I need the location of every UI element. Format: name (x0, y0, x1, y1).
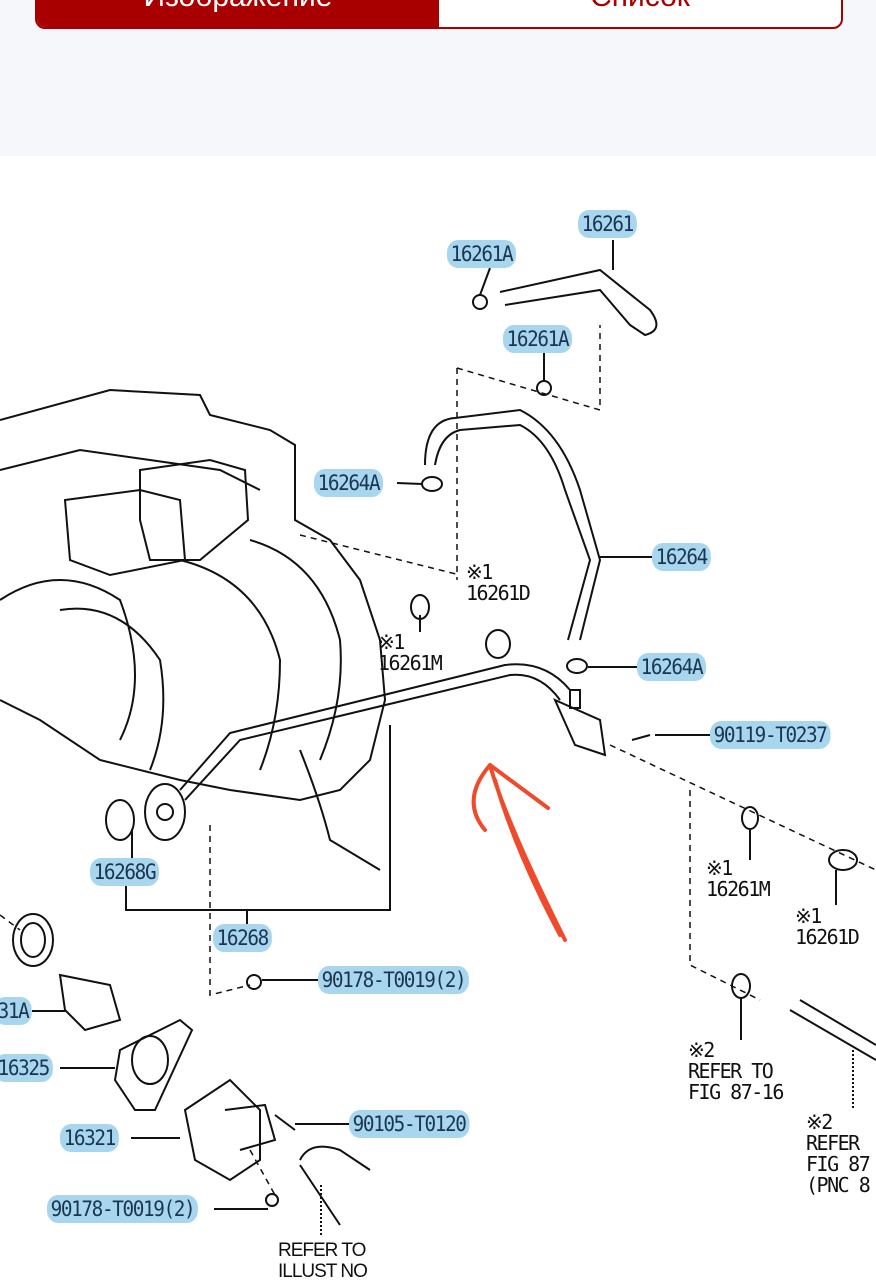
view-tabs: Изображение Список (35, 0, 843, 29)
part-label-16261[interactable]: 16261 (578, 210, 637, 238)
part-label-16268[interactable]: 16268 (213, 924, 272, 952)
part-label-16261A[interactable]: 16261A (503, 325, 572, 353)
part-label-16261A[interactable]: 16261A (447, 240, 516, 268)
part-label-90178-T0019[interactable]: 90178-T0019(2) (47, 1195, 198, 1223)
note-mark: ※1 (706, 856, 733, 880)
note-text: REFER FIG 87 (PNC 8 (806, 1131, 871, 1197)
diagram-drawing (0, 240, 876, 1235)
part-label-16264A[interactable]: 16264A (314, 469, 383, 497)
part-label-16264A[interactable]: 16264A (637, 653, 706, 681)
tab-image[interactable]: Изображение (37, 0, 439, 27)
part-label-90178-T0019[interactable]: 90178-T0019(2) (318, 966, 469, 994)
header-area: Изображение Список (0, 0, 876, 156)
note-text: 16261D (795, 925, 860, 949)
note-mark: ※2 (806, 1110, 833, 1134)
note-mark: ※1 (466, 560, 493, 584)
note-text: REFER TO ILLUST NO (278, 1240, 368, 1282)
note-text: REFER TO FIG 87-16 (688, 1059, 784, 1104)
tab-list-label: Список (590, 0, 690, 12)
tab-image-label: Изображение (144, 0, 333, 12)
part-label-16264[interactable]: 16264 (652, 543, 711, 571)
part-label-90105-T0120[interactable]: 90105-T0120 (349, 1110, 470, 1138)
part-label-90119-T0237[interactable]: 90119-T0237 (710, 721, 831, 749)
note-mark: ※1 (378, 630, 405, 654)
note-text: 16261M (706, 877, 771, 901)
note-text: 16261D (466, 581, 531, 605)
part-label-16325[interactable]: 16325 (0, 1054, 53, 1082)
parts-diagram: 16261 16261A 16261A 16264A 16264 16264A … (0, 156, 876, 1282)
note-mark: ※1 (795, 904, 822, 928)
part-label-16268G[interactable]: 16268G (90, 858, 159, 886)
tab-list[interactable]: Список (439, 0, 841, 27)
part-label-16321[interactable]: 16321 (60, 1124, 119, 1152)
part-label-31A[interactable]: 31A (0, 997, 33, 1025)
note-refer-illust: REFER TO ILLUST NO (278, 1240, 368, 1282)
note-mark: ※2 (688, 1038, 715, 1062)
note-text: 16261M (378, 651, 443, 675)
